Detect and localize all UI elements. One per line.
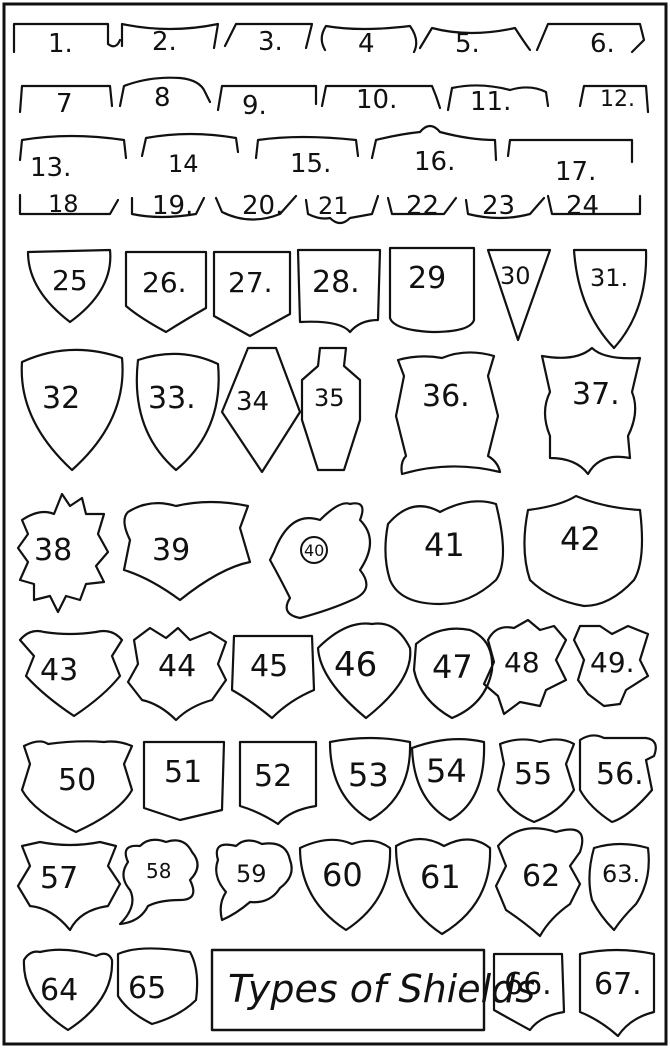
label-67: 67. xyxy=(594,967,642,1002)
label-19: 19. xyxy=(152,191,193,221)
label-24: 24 xyxy=(566,191,599,221)
label-46: 46 xyxy=(334,645,377,685)
label-18: 18 xyxy=(48,190,79,218)
label-41: 41 xyxy=(424,526,465,564)
label-5: 5. xyxy=(455,29,480,59)
label-63: 63. xyxy=(602,860,640,888)
label-12: 12. xyxy=(600,87,635,112)
label-1: 1. xyxy=(48,29,73,59)
label-23: 23 xyxy=(482,191,515,221)
shield-outlines-row7 xyxy=(18,494,642,618)
label-15: 15. xyxy=(290,149,331,179)
label-60: 60 xyxy=(322,856,363,894)
label-47: 47 xyxy=(432,648,473,686)
label-57: 57 xyxy=(40,861,78,896)
label-61: 61 xyxy=(420,858,461,896)
label-27: 27. xyxy=(228,266,273,299)
label-62: 62 xyxy=(522,859,560,894)
label-7: 7 xyxy=(56,89,73,119)
shield-outlines-row2 xyxy=(20,78,648,112)
label-17: 17. xyxy=(555,157,596,187)
label-11: 11. xyxy=(470,87,511,117)
label-50: 50 xyxy=(58,763,96,798)
label-64: 64 xyxy=(40,973,78,1008)
label-51: 51 xyxy=(164,755,202,790)
label-9: 9. xyxy=(242,91,267,121)
label-20: 20. xyxy=(242,191,283,221)
label-42: 42 xyxy=(560,520,601,558)
label-38: 38 xyxy=(34,533,72,568)
label-32: 32 xyxy=(42,381,80,416)
label-37: 37. xyxy=(572,377,620,412)
label-43: 43 xyxy=(40,653,78,688)
label-45: 45 xyxy=(250,649,288,684)
label-36: 36. xyxy=(422,379,470,414)
plate-title: Types of Shields xyxy=(228,967,535,1011)
label-3: 3. xyxy=(258,27,283,57)
label-53: 53 xyxy=(348,756,389,794)
label-28: 28. xyxy=(312,265,360,300)
label-33: 33. xyxy=(148,381,196,416)
label-52: 52 xyxy=(254,759,292,794)
label-6: 6. xyxy=(590,29,615,59)
label-34: 34 xyxy=(236,387,269,417)
label-30: 30 xyxy=(500,262,531,290)
label-16: 16. xyxy=(414,147,455,177)
label-40: 40 xyxy=(304,541,324,560)
label-49: 49. xyxy=(590,646,635,679)
label-25: 25 xyxy=(52,264,88,297)
label-48: 48 xyxy=(504,646,540,679)
label-13: 13. xyxy=(30,153,71,183)
label-35: 35 xyxy=(314,384,345,412)
label-8: 8 xyxy=(154,83,171,113)
label-21: 21 xyxy=(318,192,349,220)
shield-outlines-row1 xyxy=(14,24,644,52)
label-55: 55 xyxy=(514,757,552,792)
label-54: 54 xyxy=(426,752,467,790)
label-58: 58 xyxy=(146,859,171,883)
label-65: 65 xyxy=(128,971,166,1006)
label-31: 31. xyxy=(590,264,628,292)
label-66: 66. xyxy=(504,967,552,1002)
label-39: 39 xyxy=(152,533,190,568)
label-56: 56. xyxy=(596,757,644,792)
label-14: 14 xyxy=(168,150,199,178)
label-44: 44 xyxy=(158,649,196,684)
label-4: 4 xyxy=(358,29,375,59)
label-2: 2. xyxy=(152,27,177,57)
label-10: 10. xyxy=(356,85,397,115)
label-59: 59 xyxy=(236,860,267,888)
label-26: 26. xyxy=(142,266,187,299)
shield-outlines-row9 xyxy=(22,735,656,832)
label-22: 22 xyxy=(406,191,439,221)
label-29: 29 xyxy=(408,261,446,296)
